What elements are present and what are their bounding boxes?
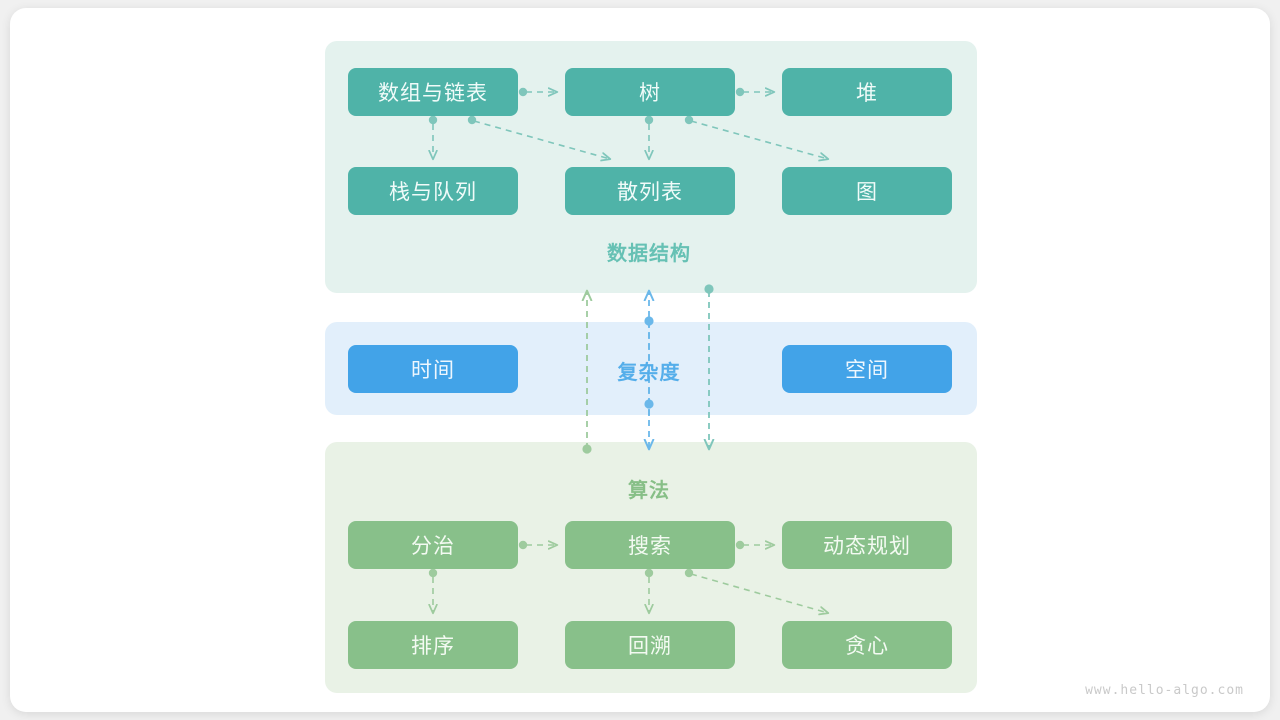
node-array-linkedlist[interactable]: 数组与链表 xyxy=(348,68,518,116)
node-search[interactable]: 搜索 xyxy=(565,521,735,569)
node-hash-table[interactable]: 散列表 xyxy=(565,167,735,215)
node-dynamic-programming[interactable]: 动态规划 xyxy=(782,521,952,569)
node-stack-queue[interactable]: 栈与队列 xyxy=(348,167,518,215)
node-greedy[interactable]: 贪心 xyxy=(782,621,952,669)
diagram-canvas: 数组与链表 树 堆 栈与队列 散列表 图 数据结构 时间 空间 复杂度 算法 分… xyxy=(10,8,1270,712)
node-time-complexity[interactable]: 时间 xyxy=(348,345,518,393)
node-space-complexity[interactable]: 空间 xyxy=(782,345,952,393)
node-heap[interactable]: 堆 xyxy=(782,68,952,116)
section-title-complexity: 复杂度 xyxy=(617,362,681,384)
node-graph[interactable]: 图 xyxy=(782,167,952,215)
node-backtracking[interactable]: 回溯 xyxy=(565,621,735,669)
node-tree[interactable]: 树 xyxy=(565,68,735,116)
section-title-data-structure: 数据结构 xyxy=(607,243,691,265)
watermark-url: www.hello-algo.com xyxy=(1085,683,1244,698)
section-title-algorithm: 算法 xyxy=(628,480,670,502)
node-sorting[interactable]: 排序 xyxy=(348,621,518,669)
node-divide-conquer[interactable]: 分治 xyxy=(348,521,518,569)
